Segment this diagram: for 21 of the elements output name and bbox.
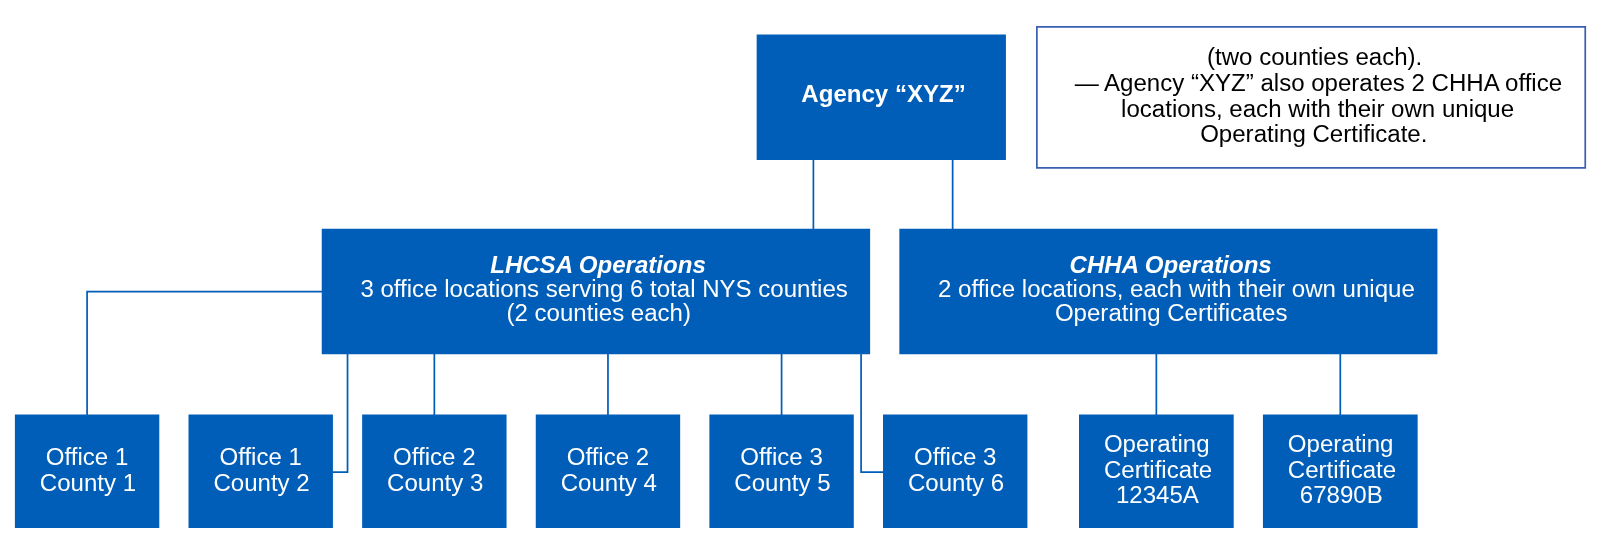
node-box: (two counties each). — Agency “XYZ” also operates 2 CHHA office locations, each with their own unique Operating Certificate. xyxy=(1036,26,1587,169)
node-box: Office 3 County 6 xyxy=(883,414,1028,528)
connector xyxy=(331,352,349,473)
node-box: Operating Certificate 67890B xyxy=(1262,414,1418,528)
node-box: Agency “XYZ” xyxy=(756,34,1006,161)
node-box: Office 1 County 1 xyxy=(14,414,160,528)
node-box: Office 2 County 4 xyxy=(535,414,681,528)
node-box: Office 2 County 3 xyxy=(362,414,507,528)
node-box: CHHA Operations 2 office locations, each with their own unique Operating Certificates xyxy=(899,228,1438,355)
connector xyxy=(607,353,609,416)
node-box: Office 1 County 2 xyxy=(188,414,333,528)
connector xyxy=(433,353,436,416)
node-box: LHCSA Operations 3 office locations serving 6 total NYS counties (2 counties each) xyxy=(321,228,871,355)
connector xyxy=(1155,353,1158,416)
node-box: Office 3 County 5 xyxy=(709,414,854,528)
connector xyxy=(780,353,783,416)
node-box: Operating Certificate 12345A xyxy=(1079,414,1234,528)
connector xyxy=(1339,353,1342,416)
connector xyxy=(86,290,323,416)
connector xyxy=(812,158,815,231)
connector xyxy=(951,158,954,231)
